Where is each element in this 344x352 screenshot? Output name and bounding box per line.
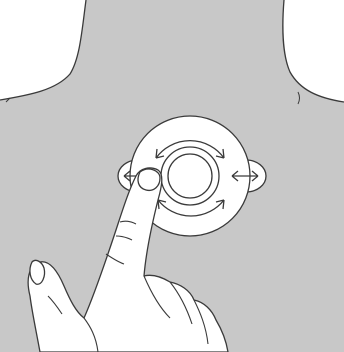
device-center: [168, 154, 212, 198]
index-fingernail: [138, 169, 160, 190]
thumb-nail: [30, 260, 45, 284]
